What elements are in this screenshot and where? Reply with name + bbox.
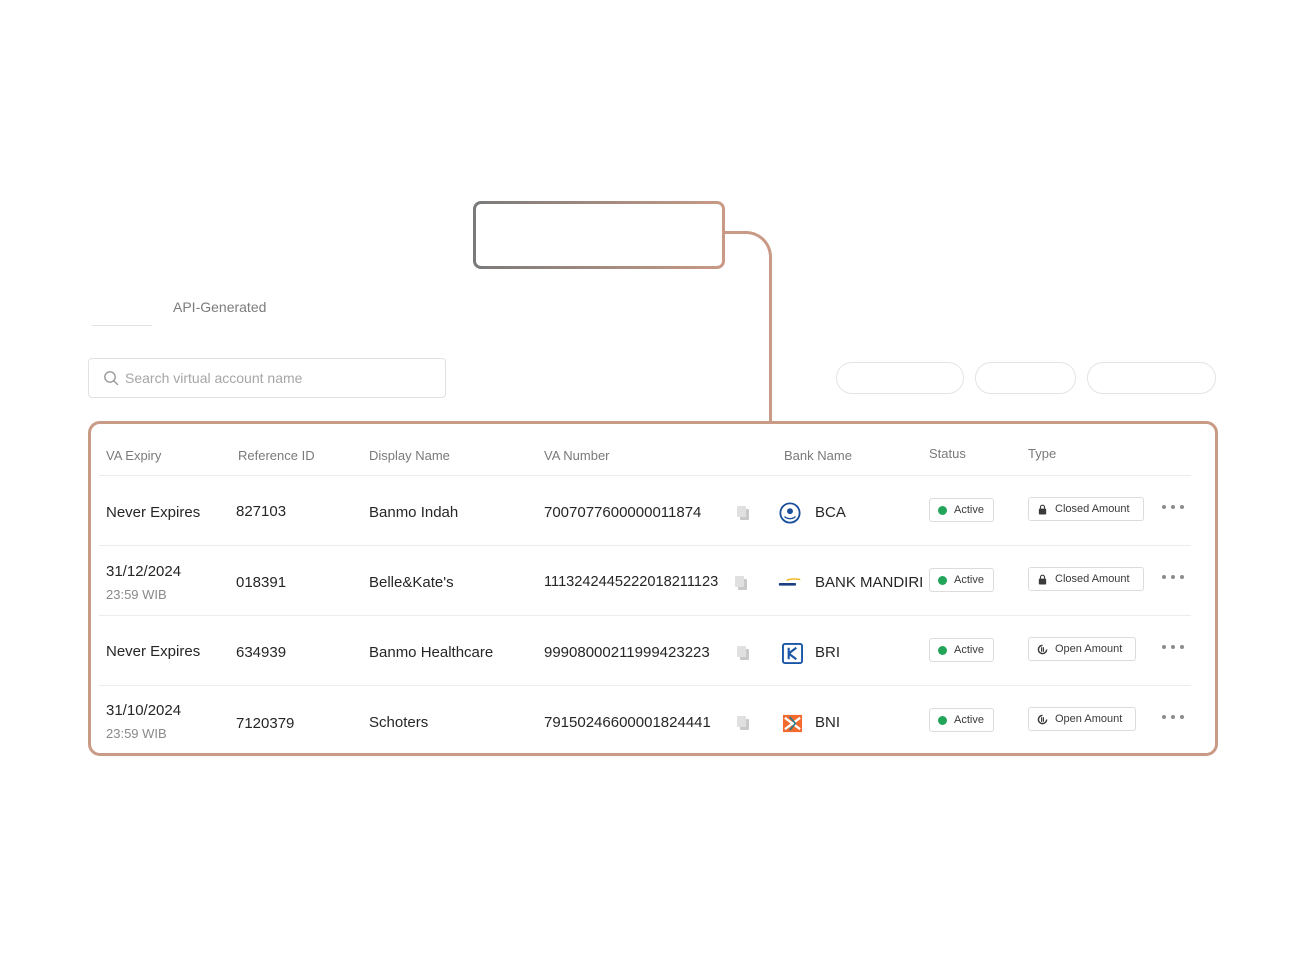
bni-logo-icon [780,711,804,735]
type-label: Closed Amount [1055,503,1130,515]
copy-icon[interactable] [736,505,750,521]
display-name: Banmo Indah [369,504,459,521]
filter-pill-2[interactable] [975,362,1076,394]
va-expiry: Never Expires [106,643,201,660]
va-number: 7007077600000011874 [544,504,702,521]
status-badge: Active [929,708,994,732]
va-number: 1113242445222018211123 [544,574,719,590]
status-badge: Active [929,498,994,522]
filter-pill-3[interactable] [1087,362,1216,394]
filter-pill-1[interactable] [836,362,964,394]
va-expiry: 31/10/2024 [106,702,182,719]
type-label: Open Amount [1055,643,1123,655]
type-badge: Open Amount [1028,707,1136,731]
display-name: Banmo Healthcare [369,644,494,661]
column-header-display-name[interactable]: Display Name [369,448,450,463]
copy-icon[interactable] [736,715,750,731]
status-active-dot [938,505,947,515]
status-active-dot [938,575,947,585]
row-divider [99,685,1191,686]
status-badge: Active [929,568,994,592]
reference-id: 827103 [236,503,287,520]
status-active-dot [938,645,947,655]
va-number: 79150246600001824441 [544,714,711,731]
type-badge: Open Amount [1028,637,1136,661]
status-label: Active [954,644,984,656]
column-header-va-number[interactable]: VA Number [544,448,610,463]
bank-name: BCA [815,504,846,521]
row-divider [99,545,1191,546]
bank-name: BANK MANDIRI [815,574,924,591]
more-options-icon[interactable] [1162,710,1184,724]
bri-logo-icon [780,641,804,665]
type-badge: Closed Amount [1028,497,1144,521]
table-row[interactable]: 31/12/2024 23:59 WIB 018391 Belle&Kate's… [91,546,1215,616]
unlock-icon [1037,714,1048,724]
status-badge: Active [929,638,994,662]
column-header-reference-id[interactable]: Reference ID [238,448,315,463]
va-number: 99908000211999423223 [544,644,710,661]
column-header-status[interactable]: Status [929,446,966,461]
va-expiry-time: 23:59 WIB [106,587,167,602]
type-label: Open Amount [1055,713,1123,725]
table-row[interactable]: Never Expires 827103 Banmo Indah 7007077… [91,476,1215,546]
copy-icon[interactable] [736,645,750,661]
search-input[interactable] [125,370,425,386]
bank-name: BNI [815,714,841,731]
status-label: Active [954,504,984,516]
column-header-va-expiry[interactable]: VA Expiry [106,448,162,463]
row-divider [99,615,1191,616]
bank-name: BRI [815,644,841,661]
table-row[interactable]: Never Expires 634939 Banmo Healthcare 99… [91,616,1215,686]
header-divider [99,475,1191,476]
lock-icon [1038,504,1047,515]
va-expiry: 31/12/2024 [106,563,182,580]
mandiri-logo-icon [778,571,802,595]
copy-icon[interactable] [734,575,748,591]
table-row[interactable]: 31/10/2024 23:59 WIB 7120379 Schoters 79… [91,686,1215,756]
lock-icon [1038,574,1047,585]
tab-api-generated[interactable]: API-Generated [173,299,267,315]
status-active-dot [938,715,947,725]
type-label: Closed Amount [1055,573,1130,585]
tab-active-indicator [92,325,152,326]
unlock-icon [1037,644,1048,654]
va-expiry: Never Expires [106,504,201,521]
status-label: Active [954,714,984,726]
callout-connector [722,231,772,423]
type-badge: Closed Amount [1028,567,1144,591]
column-header-bank-name[interactable]: Bank Name [784,448,852,463]
status-label: Active [954,574,984,586]
bca-logo-icon [778,501,802,525]
more-options-icon[interactable] [1162,570,1184,584]
column-header-type[interactable]: Type [1028,446,1057,461]
display-name: Schoters [369,714,429,731]
table-header: VA Expiry Reference ID Display Name VA N… [91,424,1215,476]
search-icon [104,371,119,386]
reference-id: 634939 [236,644,287,661]
reference-id: 7120379 [236,715,295,732]
more-options-icon[interactable] [1162,500,1184,514]
callout-box [473,201,725,269]
search-box[interactable] [88,358,446,398]
reference-id: 018391 [236,574,287,591]
display-name: Belle&Kate's [369,574,454,591]
virtual-accounts-table: VA Expiry Reference ID Display Name VA N… [88,421,1218,756]
va-expiry-time: 23:59 WIB [106,726,167,741]
more-options-icon[interactable] [1162,640,1184,654]
